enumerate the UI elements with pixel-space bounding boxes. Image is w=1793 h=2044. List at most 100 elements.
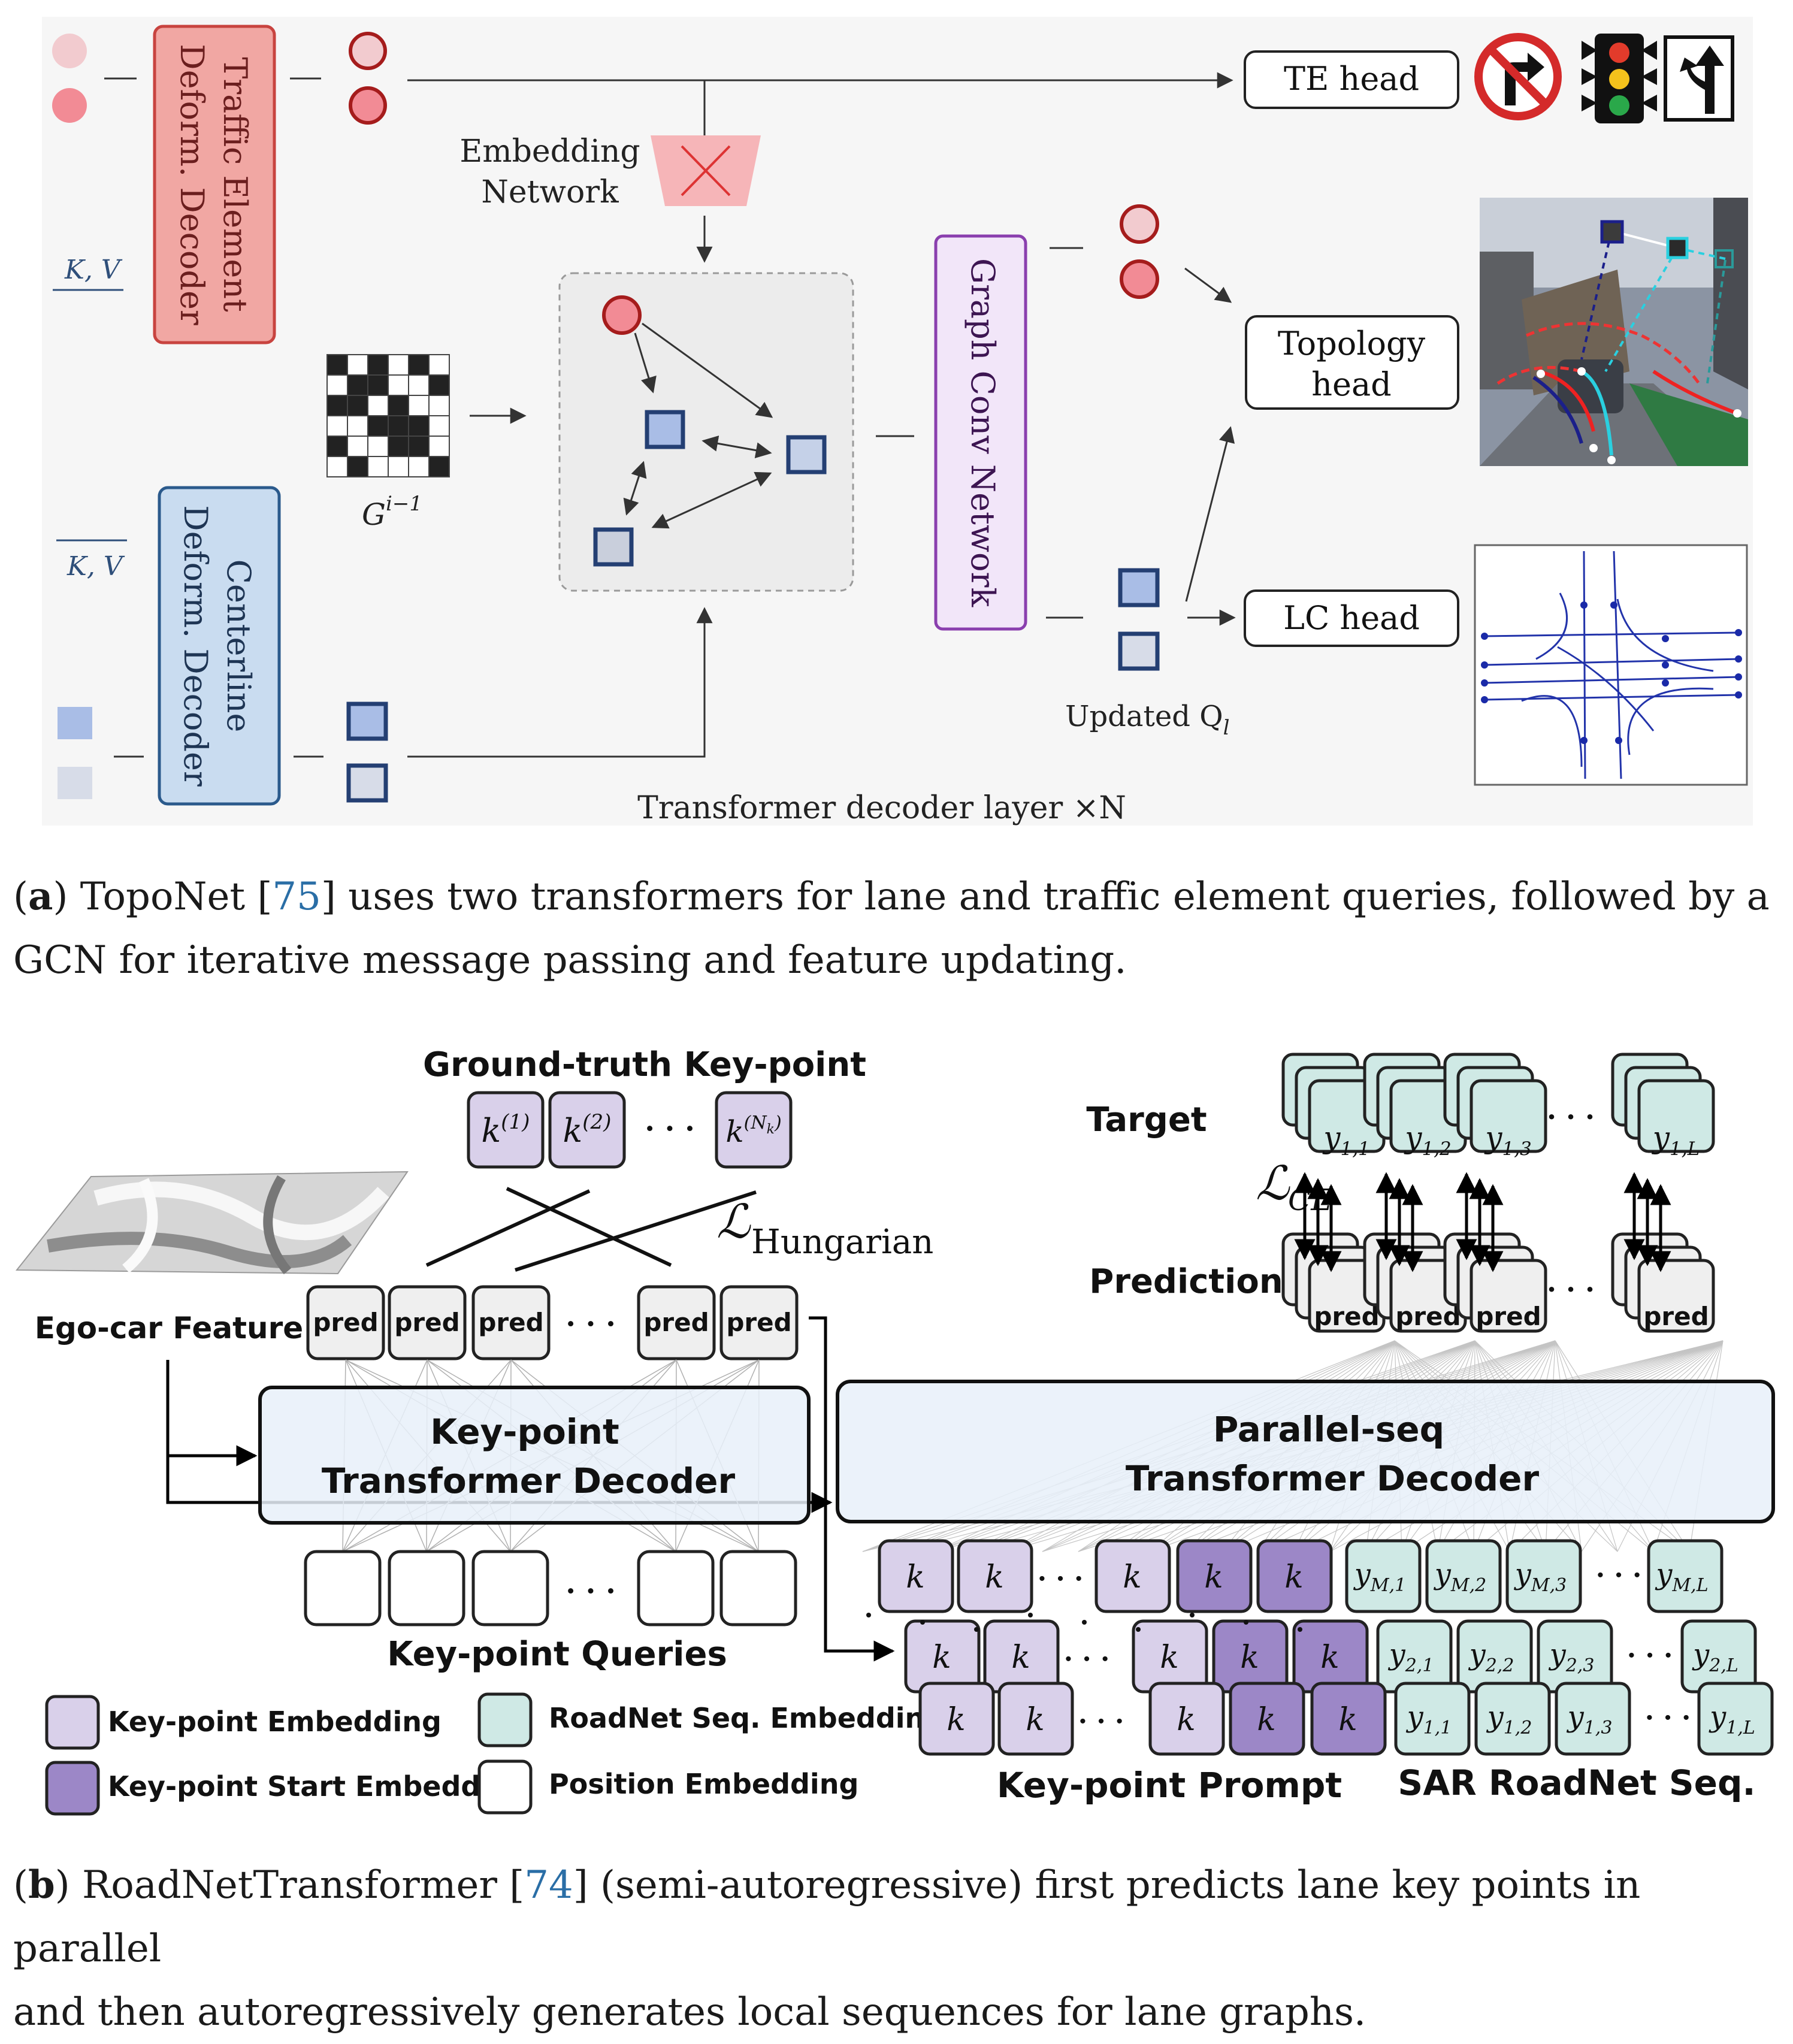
caption-a: (a) TopoNet [75] uses two transformers f… — [13, 865, 1770, 992]
prompt-token-label: k — [985, 1559, 1004, 1595]
seq-ellipsis: · · · — [1627, 1640, 1673, 1671]
matrix-cell — [367, 374, 389, 396]
matrix-cell — [388, 456, 409, 477]
prompt-token-label: k — [1257, 1702, 1276, 1738]
gt-keypoint-n-label: k(Nk) — [725, 1112, 781, 1149]
stack-dot — [1082, 1620, 1087, 1625]
graph-te-node — [602, 295, 642, 335]
pred-row-ellipsis: · · · — [566, 1307, 616, 1341]
stack-dot — [1028, 1613, 1033, 1617]
pred-box — [719, 1285, 799, 1360]
matrix-cell — [388, 374, 409, 396]
ps-decoder-label-1: Parallel-seq — [1213, 1409, 1444, 1450]
keypoint-query-box — [719, 1550, 797, 1626]
caption-a-ref[interactable]: 75 — [272, 875, 321, 919]
ego-car-feature-map — [15, 1171, 409, 1275]
matrix-cell — [428, 374, 450, 396]
te-decoder-box — [153, 25, 276, 344]
keypoint-decoder-box — [258, 1386, 811, 1525]
matrix-cell — [347, 456, 368, 477]
te-decoder-label-1: Traffic Element — [216, 57, 254, 312]
caption-b-line2: and then autoregressively generates loca… — [13, 1990, 1366, 2034]
target-ellipsis: · · · — [1547, 1100, 1595, 1133]
gt-keypoint-n — [715, 1091, 793, 1169]
matrix-cell — [326, 436, 348, 457]
turn-arrow-sign-icon — [1664, 35, 1734, 122]
cl-input-square-1 — [58, 707, 92, 739]
prompt-token-box — [1094, 1539, 1171, 1613]
gt-keypoint-title: Ground-truth Key-point — [423, 1045, 866, 1084]
matrix-cell — [388, 436, 409, 457]
matrix-cell — [428, 436, 450, 457]
graph-lane-node-2 — [786, 435, 827, 474]
panel-a-toponet: K, V K, V Traffic Element Deform. Decode… — [42, 17, 1753, 826]
te-query-2 — [349, 86, 387, 125]
caption-a-pre: TopoNet [ — [68, 875, 273, 919]
sequence-token-label: yM,2 — [1434, 1558, 1486, 1596]
matrix-cell — [347, 436, 368, 457]
stack-dot — [1298, 1627, 1302, 1632]
pred-box — [306, 1285, 385, 1360]
pred-box — [388, 1285, 467, 1360]
seq-token-box — [1647, 1539, 1724, 1613]
seq-token-box — [1474, 1682, 1551, 1756]
legend-label-position: Position Embedding — [549, 1768, 858, 1800]
updated-lane-query-2 — [1118, 631, 1160, 671]
graph-lane-node-3 — [593, 527, 634, 567]
prompt-token-label: k — [1204, 1559, 1223, 1595]
seq-ellipsis: · · · — [1645, 1703, 1691, 1733]
prompt-token-box — [1148, 1682, 1225, 1756]
adjacency-matrix-grid — [326, 354, 450, 477]
matrix-cell — [428, 415, 450, 437]
sequence-token-label: y1,1 — [1406, 1700, 1452, 1738]
prompt-token-box — [918, 1682, 995, 1756]
kv-bottom: K, V — [66, 551, 125, 582]
sequence-token-label: yM,L — [1655, 1558, 1708, 1596]
pred-ellipsis: · · · — [1547, 1273, 1595, 1305]
seq-token-box — [1425, 1539, 1502, 1613]
prompt-token-label: k — [1160, 1640, 1179, 1676]
prompt-token-label: k — [1240, 1640, 1259, 1676]
legend-swatch-roadnet — [477, 1692, 533, 1747]
stack-dot — [1190, 1613, 1195, 1617]
sequence-token-label: y2,2 — [1468, 1638, 1514, 1676]
pred-label: pred — [726, 1308, 791, 1337]
prompt-token-label: k — [1011, 1640, 1030, 1676]
caption-b-letter: b — [28, 1862, 55, 1907]
camera-image-topology — [1480, 198, 1748, 466]
kv-top: K, V — [64, 255, 123, 285]
matrix-cell — [367, 436, 389, 457]
topology-head-box — [1245, 315, 1459, 410]
cl-query-2 — [346, 763, 388, 803]
matrix-cell — [408, 374, 430, 396]
matrix-cell — [367, 395, 389, 416]
prompt-token-box — [1256, 1539, 1333, 1613]
prompt-token-label: k — [932, 1640, 951, 1676]
cl-input-square-2 — [58, 767, 92, 799]
caption-b-pre: RoadNetTransformer [ — [69, 1863, 525, 1907]
pred-token-box — [1470, 1259, 1547, 1333]
cl-decoder-label-1: Centerline — [220, 560, 258, 733]
lc-head-box — [1244, 589, 1459, 647]
prompt-token-box — [997, 1682, 1074, 1756]
traffic-light-icon — [1582, 34, 1657, 123]
caption-b-post: ] (semi-autoregressive) first predicts l… — [13, 1863, 1641, 1971]
sequence-token-label: y1,3 — [1484, 1120, 1532, 1160]
matrix-cell — [408, 436, 430, 457]
matrix-cell — [367, 456, 389, 477]
sequence-token-label: y1,2 — [1404, 1120, 1452, 1160]
embedding-label-1: Embedding — [459, 134, 640, 170]
sequence-token-label: yM,1 — [1353, 1558, 1406, 1596]
cl-query-1 — [346, 702, 388, 741]
pred-token-label: pred — [1395, 1302, 1461, 1331]
matrix-cell — [326, 415, 348, 437]
caption-b-ref[interactable]: 74 — [524, 1863, 573, 1907]
prompt-ellipsis: · · · — [1038, 1564, 1084, 1594]
pred-label: pred — [643, 1308, 709, 1337]
caption-a-post: ] uses two transformers for lane and tra… — [320, 875, 1770, 919]
matrix-cell — [388, 354, 409, 376]
parallel-decoder-box — [836, 1380, 1775, 1523]
l-ce-label: CE — [1288, 1183, 1333, 1217]
keypoint-query-row — [304, 1550, 797, 1626]
